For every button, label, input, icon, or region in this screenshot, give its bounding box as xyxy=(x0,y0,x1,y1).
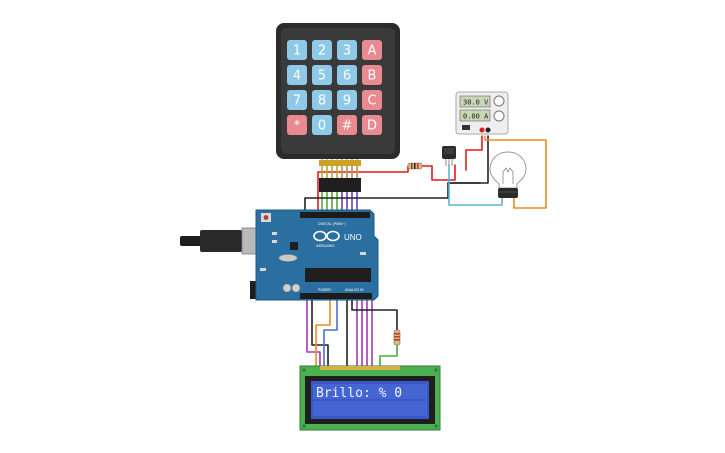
psu-terminal-red xyxy=(479,127,485,133)
psu-voltage-knob xyxy=(493,95,505,107)
psu-voltage-display xyxy=(459,95,491,108)
keypad-key-label: 2 xyxy=(318,44,326,59)
lcd-char-grid xyxy=(313,384,427,416)
keypad-key-label: 8 xyxy=(318,94,326,109)
bulb-glass xyxy=(489,151,527,189)
psu-current-knob xyxy=(493,110,505,122)
keypad-key-label: 9 xyxy=(343,94,351,109)
keypad-key-label: 6 xyxy=(343,69,351,84)
arduino-logo-icon xyxy=(313,230,340,242)
keypad-key-label: B xyxy=(368,69,377,84)
power-analog-header xyxy=(300,293,372,299)
keypad-key xyxy=(337,90,357,110)
orange-wire xyxy=(484,135,547,209)
keypad-key xyxy=(287,65,307,85)
small-chip xyxy=(290,242,298,250)
psu-voltage: 30.0 V xyxy=(463,99,489,107)
capacitor-2 xyxy=(291,283,301,293)
lcd-purple-wire-1 xyxy=(306,299,321,367)
usb-cable xyxy=(180,236,204,246)
keypad-key-label: 0 xyxy=(318,119,326,134)
lcd-display: Brillo: % 0 xyxy=(299,365,441,431)
lcd-black-wire-3 xyxy=(351,299,398,331)
keypad: 1 2 3 A 4 5 6 B 7 8 9 C * 0 # D xyxy=(276,23,400,192)
resistor-lcd xyxy=(393,329,401,346)
psu-switch xyxy=(462,125,470,130)
light-bulb xyxy=(489,151,527,198)
keypad-key xyxy=(287,90,307,110)
keypad-key xyxy=(287,40,307,60)
keypad-key xyxy=(312,115,332,135)
usb-cable-plug xyxy=(200,230,242,252)
keypad-key xyxy=(287,115,307,135)
keypad-key xyxy=(362,65,382,85)
bulb-filament xyxy=(502,167,514,184)
lcd-orange-wire xyxy=(315,299,331,367)
keypad-key xyxy=(312,40,332,60)
keypad-key xyxy=(337,40,357,60)
keypad-key-label: # xyxy=(342,119,353,134)
lcd-pin-header xyxy=(320,366,400,370)
keypad-key xyxy=(362,115,382,135)
psu-current-display xyxy=(459,109,491,122)
lcd-black-wire-1 xyxy=(311,299,329,367)
capacitor-1 xyxy=(282,283,292,293)
psu-terminal-black xyxy=(485,127,491,133)
arduino-uno: UNO ARDUINO DIGITAL (PWM~) POWER ANALOG … xyxy=(180,209,379,301)
crystal xyxy=(278,254,298,262)
microcontroller-chip xyxy=(305,268,371,282)
transistor xyxy=(442,146,456,166)
arduino-model: UNO xyxy=(344,233,362,242)
keypad-key xyxy=(312,65,332,85)
arduino-brand: ARDUINO xyxy=(316,243,334,248)
lcd-text: Brillo: % 0 xyxy=(316,386,402,401)
keypad-key-label: 4 xyxy=(293,69,301,84)
analog-label: ANALOG IN xyxy=(345,288,364,292)
keypad-key-label: * xyxy=(294,119,301,134)
keypad-key-label: 5 xyxy=(318,69,326,84)
lcd-green-wire xyxy=(379,344,398,367)
keypad-key xyxy=(337,115,357,135)
arduino-pcb xyxy=(255,209,379,301)
keypad-key-label: 1 xyxy=(293,44,301,59)
digital-label: DIGITAL (PWM~) xyxy=(318,222,346,226)
keypad-key xyxy=(362,40,382,60)
keypad-key xyxy=(312,90,332,110)
blue-wire xyxy=(448,164,503,206)
keypad-key-label: 3 xyxy=(343,44,351,59)
keypad-keys: 1 2 3 A 4 5 6 B 7 8 9 C * 0 # D xyxy=(287,40,382,135)
lcd-blue-wire xyxy=(323,299,338,367)
power-label: POWER xyxy=(318,288,331,292)
keypad-key-label: D xyxy=(367,119,377,134)
keypad-connector xyxy=(319,160,361,192)
psu-red-wire xyxy=(465,135,483,171)
resistor-base xyxy=(407,162,423,170)
keypad-key-label: 7 xyxy=(293,94,301,109)
power-supply: 30.0 V 0.00 A xyxy=(455,91,509,135)
keypad-key xyxy=(362,90,382,110)
keypad-key-label: C xyxy=(367,94,376,109)
keypad-key xyxy=(337,65,357,85)
digital-header xyxy=(300,212,370,218)
bulb-base xyxy=(498,188,518,198)
keypad-key-label: A xyxy=(368,44,377,59)
psu-current: 0.00 A xyxy=(463,113,489,121)
